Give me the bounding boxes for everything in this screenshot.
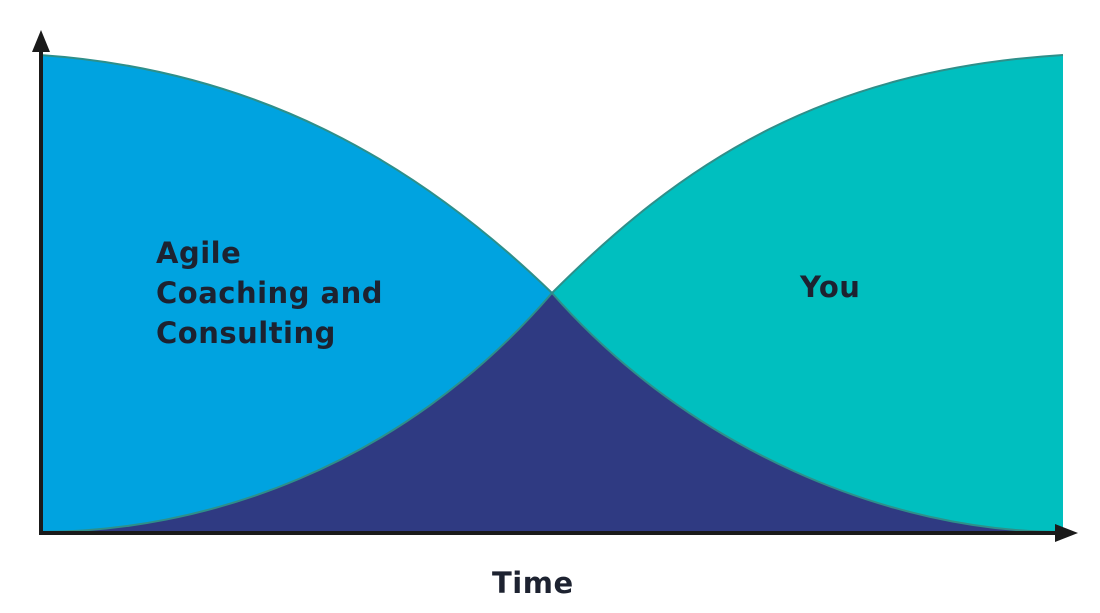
right-area	[552, 55, 1063, 532]
x-axis-arrowhead	[1055, 524, 1078, 542]
right-area-label: You	[800, 270, 861, 304]
x-axis-label: Time	[492, 566, 574, 600]
left-area-label-line-3: Consulting	[156, 316, 336, 350]
growing-curve	[39, 54, 1064, 533]
left-area-label-line-2: Coaching and	[156, 276, 384, 310]
y-axis-arrowhead	[32, 30, 50, 52]
left-area-label-line-1: Agile	[156, 236, 242, 270]
overlap-area	[40, 293, 1063, 532]
left-area-label: Agile Coaching and Consulting	[156, 233, 416, 353]
left-area	[40, 55, 552, 532]
